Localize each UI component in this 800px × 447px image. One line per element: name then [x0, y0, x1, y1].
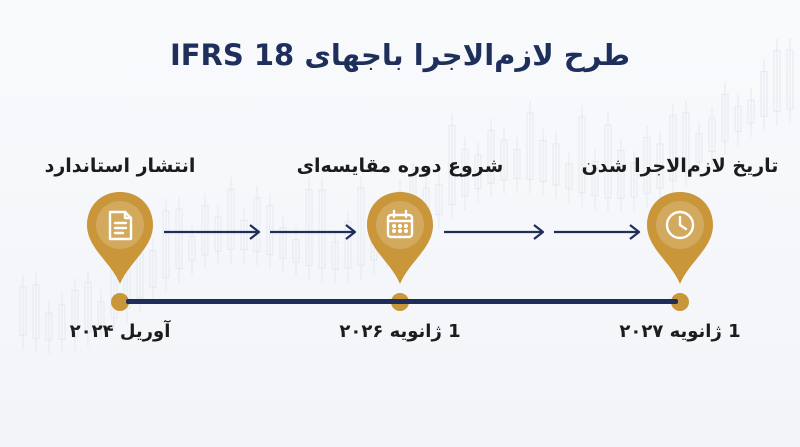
background-candle-body — [97, 300, 105, 327]
arrow-right-icon — [444, 224, 545, 240]
background-candle-body — [305, 189, 313, 267]
background-candle-body — [630, 162, 638, 198]
milestone-date-publication: آوریل ۲۰۲۴ — [69, 321, 171, 342]
background-candle-body — [201, 204, 209, 256]
background-candle-body — [227, 188, 235, 251]
background-candle-body — [84, 281, 92, 333]
background-candle-body — [578, 116, 586, 194]
arrow-right-icon — [164, 224, 261, 240]
timeline-dot-effective — [671, 293, 689, 311]
arrow-right-icon — [270, 224, 357, 240]
background-candle-body — [474, 154, 482, 190]
background-candle-body — [175, 208, 183, 270]
background-candle-body — [461, 148, 469, 197]
background-candle-body — [318, 189, 326, 269]
page-title: طرح لازم‌الاجرا باجهای IFRS 18 — [169, 38, 631, 72]
background-candle-body — [357, 187, 365, 266]
pin-marker-comparative — [367, 192, 433, 284]
background-candle-body — [500, 139, 508, 181]
background-candle-body — [747, 99, 755, 124]
background-candle-body — [669, 114, 677, 182]
pin-marker-publication — [87, 192, 153, 284]
background-candle-body — [695, 133, 703, 163]
clock-icon — [665, 210, 695, 240]
background-candle-body — [45, 312, 53, 341]
background-candle-body — [448, 124, 456, 206]
arrow-right-icon — [554, 224, 641, 240]
background-candle-body — [656, 143, 664, 189]
background-candle-body — [487, 129, 495, 184]
background-candle-body — [786, 49, 794, 110]
background-candle-body — [344, 221, 352, 269]
background-candle-body — [708, 117, 716, 153]
background-candle-body — [58, 304, 66, 340]
milestone-date-comparative: 1 ژانویه ۲۰۲۶ — [339, 321, 461, 342]
background-candle-body — [513, 149, 521, 180]
background-candle-body — [162, 210, 170, 279]
background-candle-body — [292, 238, 300, 263]
background-candle-body — [279, 227, 287, 259]
background-candle-body — [721, 93, 729, 142]
background-candle-body — [240, 219, 248, 251]
background-candle-body — [552, 143, 560, 186]
background-candle-body — [604, 124, 612, 199]
timeline-dot-publication — [111, 293, 129, 311]
background-candle-body — [565, 163, 573, 190]
background-candle-body — [734, 105, 742, 133]
background-candle-body — [253, 197, 261, 253]
milestone-label-effective: تاریخ لازم‌الاجرا شدن — [581, 155, 779, 177]
background-candle-body — [682, 112, 690, 173]
background-candle-body — [435, 183, 443, 215]
timeline-bar — [126, 299, 678, 304]
background-candle-body — [149, 250, 157, 289]
calendar-icon — [386, 209, 414, 239]
background-candle-body — [643, 136, 651, 195]
background-candle-body — [188, 235, 196, 262]
milestone-label-comparative: شروع دوره مقایسه‌ای — [296, 155, 504, 177]
background-candle-body — [591, 161, 599, 197]
milestone-label-publication: انتشار استاندارد — [44, 155, 196, 177]
background-candle-body — [214, 216, 222, 252]
background-candle-body — [331, 241, 339, 270]
background-candle-body — [773, 50, 781, 113]
background-candle-body — [71, 289, 79, 338]
milestone-date-effective: 1 ژانویه ۲۰۲۷ — [619, 321, 741, 342]
background-candle-body — [526, 112, 534, 180]
background-candle-body — [19, 285, 27, 337]
background-candle-body — [760, 71, 768, 117]
background-candle-body — [266, 204, 274, 256]
background-candle-body — [32, 284, 40, 339]
background-candle-body — [617, 149, 625, 199]
document-icon — [108, 210, 133, 241]
background-candle-body — [539, 139, 547, 183]
pin-marker-effective — [647, 192, 713, 284]
